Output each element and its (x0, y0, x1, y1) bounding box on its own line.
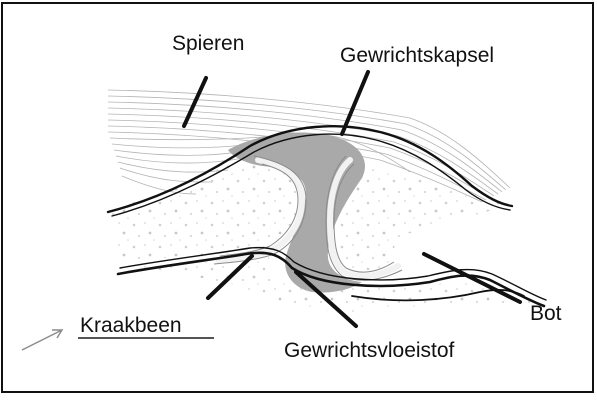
label-gewrichtsvloeistof: Gewrichtsvloeistof (284, 339, 455, 362)
label-gewrichtskapsel: Gewrichtskapsel (340, 44, 494, 67)
label-spieren: Spieren (172, 32, 244, 55)
label-bot: Bot (530, 302, 562, 325)
label-kraakbeen: Kraakbeen (80, 314, 182, 337)
